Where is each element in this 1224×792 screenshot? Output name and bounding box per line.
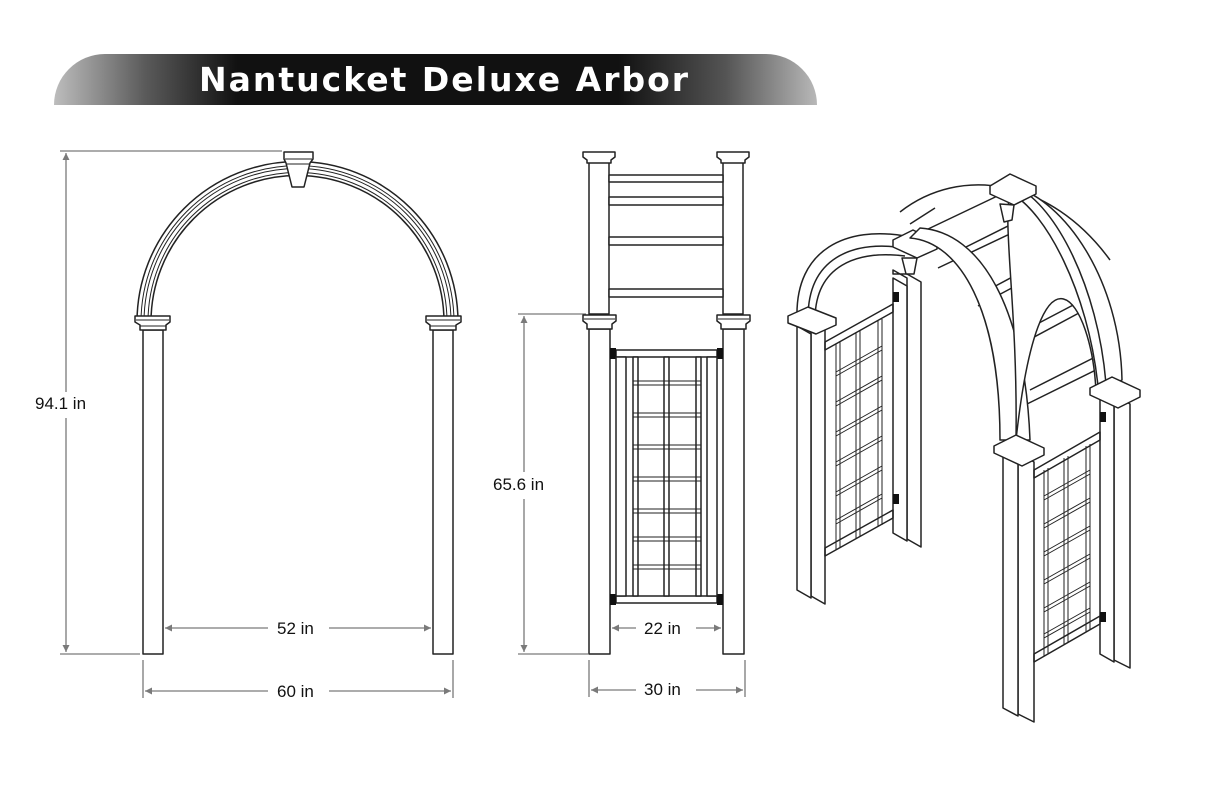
front-keystone — [283, 151, 314, 188]
title-banner — [54, 54, 817, 105]
isometric-view — [787, 173, 1141, 723]
front-left-post — [142, 329, 164, 655]
outer-width-label: 60 in — [273, 682, 318, 702]
side-height-label: 65.6 in — [489, 475, 549, 495]
side-left-post — [588, 328, 611, 655]
total-height-label: 94.1 in — [31, 394, 91, 414]
side-upper-left-post — [588, 161, 610, 315]
side-view — [518, 151, 751, 697]
side-right-post — [722, 328, 745, 655]
inner-depth-label: 22 in — [640, 619, 685, 639]
page-title: Nantucket Deluxe Arbor — [199, 60, 691, 99]
side-top-right-cap — [716, 151, 750, 164]
side-top-left-cap — [582, 151, 616, 164]
front-right-cap — [425, 315, 462, 331]
side-mid-left-cap — [582, 314, 617, 330]
front-left-cap — [134, 315, 171, 331]
front-view — [60, 150, 462, 698]
outer-depth-label: 30 in — [640, 680, 685, 700]
side-upper-right-post — [722, 161, 744, 315]
inner-width-label: 52 in — [273, 619, 318, 639]
front-right-post — [432, 329, 454, 655]
side-mid-right-cap — [716, 314, 751, 330]
